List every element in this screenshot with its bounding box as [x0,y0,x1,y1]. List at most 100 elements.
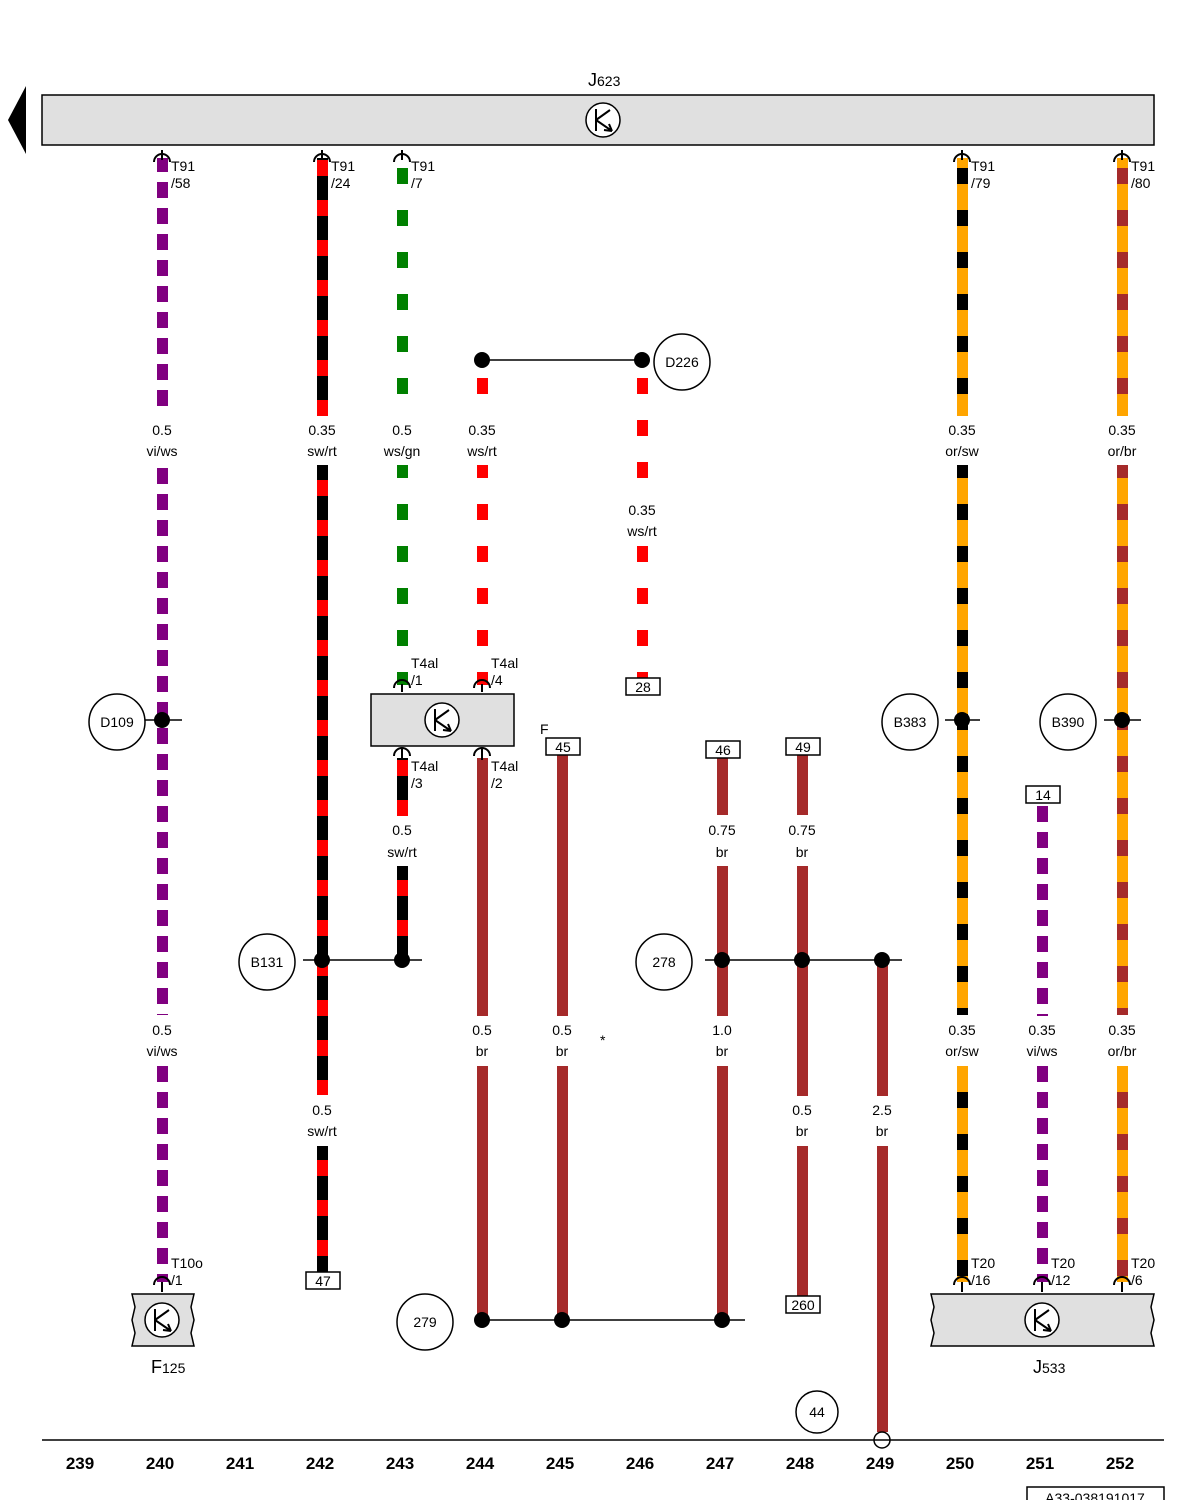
wires [157,158,1128,1432]
node-b383: B383 [894,714,927,730]
j623-name: J [588,70,597,90]
wire-color: sw/rt [307,1123,337,1139]
node-d226: D226 [665,354,699,370]
wire-249-br-a [877,960,888,1096]
component-f125: F125 [131,1293,195,1377]
scale-number: 247 [706,1454,734,1473]
ref-labels: 28 45 46 49 14 47 260 [315,679,1051,1313]
scale-number: 246 [626,1454,654,1473]
conn-label: /12 [1051,1272,1071,1288]
wire-size: 0.75 [708,822,735,838]
wire-252-mid [1117,465,1128,1015]
wire-size: 0.35 [1028,1022,1055,1038]
wire-246-upper [637,360,648,495]
wire-size: 0.75 [788,822,815,838]
wire-240-mid [157,465,168,1015]
electronic-unit-icon [424,702,460,738]
conn-label: T91 [411,158,435,174]
conn-label: /3 [411,775,423,791]
wire-size: 0.5 [152,422,172,438]
wire-size: 0.5 [392,422,412,438]
conn-label: /16 [971,1272,991,1288]
wire-250-lower [957,1066,968,1282]
ref-260: 260 [791,1297,815,1313]
wire-size: 0.35 [948,422,975,438]
scale-number: 245 [546,1454,574,1473]
scale-number: 240 [146,1454,174,1473]
wire-size: 0.5 [792,1102,812,1118]
wire-color: or/sw [945,443,979,459]
wire-size: 0.35 [948,1022,975,1038]
f-label: F [540,721,549,737]
conn-label: T4al [411,758,438,774]
conn-label: T4al [411,655,438,671]
conn-label: /24 [331,175,351,191]
junction-dots [154,352,1130,1328]
wire-size: 0.35 [308,422,335,438]
wire-size: 0.5 [552,1022,572,1038]
wire-251-lower [1037,1066,1048,1282]
node-labels: D226 D109 B383 B390 B131 278 279 44 [100,354,1084,1420]
conn-label: /79 [971,175,991,191]
conn-label: /1 [171,1272,183,1288]
wire-247-br-c [717,1066,728,1320]
conn-label: T20 [1051,1255,1075,1271]
conn-label: /1 [411,672,423,688]
electronic-unit-icon [144,1302,180,1338]
wire-size: 0.35 [468,422,495,438]
svg-text:J533: J533 [1033,1357,1066,1377]
scale-number: 249 [866,1454,894,1473]
wire-color: ws/rt [626,523,657,539]
wire-240-upper [157,158,168,416]
wire-size: 0.5 [312,1102,332,1118]
ref-47: 47 [315,1273,331,1289]
conn-label: T10o [171,1255,203,1271]
wire-250-mid [957,465,968,1015]
connector-labels: T91 /58 T91 /24 T91 /7 T91 /79 T91 /80 T… [171,158,1155,1288]
j623-sub: 623 [597,73,621,89]
wire-size: 0.5 [392,822,412,838]
wire-244-br-b [477,1066,488,1320]
wire-243-lower-b [397,866,408,960]
conn-label: T20 [971,1255,995,1271]
wire-size: 1.0 [712,1022,732,1038]
wire-color: br [796,1123,809,1139]
wire-245-br-a [557,754,568,1016]
wire-242-mid [317,465,328,1095]
f125-sub: 125 [162,1360,186,1376]
wire-243-mid [397,465,408,685]
wire-color: vi/ws [1026,1043,1057,1059]
scale-number: 239 [66,1454,94,1473]
node-b131: B131 [251,954,284,970]
scale-number: 251 [1026,1454,1054,1473]
scale-number: 248 [786,1454,814,1473]
image-id-box [1026,1486,1165,1500]
wire-size: 0.5 [152,1022,172,1038]
conn-label: /58 [171,175,191,191]
wire-240-lower [157,1066,168,1282]
wire-250-upper [957,158,968,416]
svg-text:J623: J623 [588,70,621,90]
wire-248-br-b [797,866,808,1096]
wire-251-upper [1037,802,1048,1016]
ref-14: 14 [1035,787,1051,803]
connector-symbols [153,150,1131,1292]
conn-label: /2 [491,775,503,791]
module-t4al [370,693,515,747]
wire-color: br [476,1043,489,1059]
wire-242-lower [317,1146,328,1272]
wire-247-br-a [717,757,728,815]
wire-size: 0.35 [1108,422,1135,438]
conn-label: /80 [1131,175,1151,191]
conn-label: T91 [331,158,355,174]
node-278: 278 [652,954,676,970]
wire-color: or/br [1108,1043,1137,1059]
wire-size: 0.35 [1108,1022,1135,1038]
wire-243-upper [397,158,408,416]
scale-number: 243 [386,1454,414,1473]
conn-label: /7 [411,175,423,191]
node-279: 279 [413,1314,437,1330]
conn-label: T4al [491,758,518,774]
control-unit-j623: J623 [41,70,1155,146]
